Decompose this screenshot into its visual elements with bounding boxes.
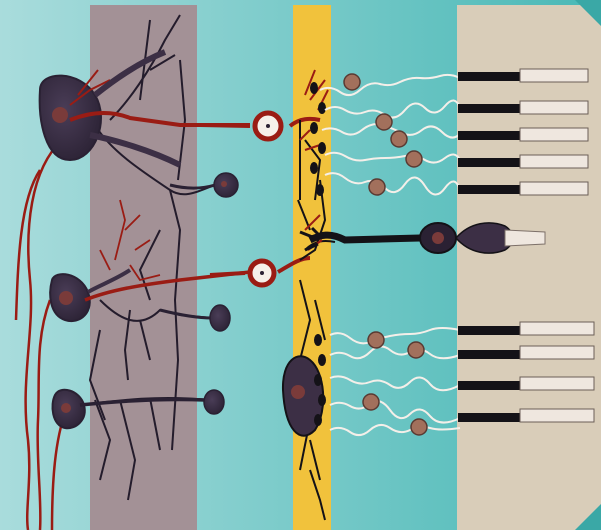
cone-outer-segment (505, 230, 545, 246)
amacrine-cell-bottom (204, 390, 224, 414)
nucleus (52, 107, 68, 123)
photoreceptor-band (457, 5, 601, 530)
